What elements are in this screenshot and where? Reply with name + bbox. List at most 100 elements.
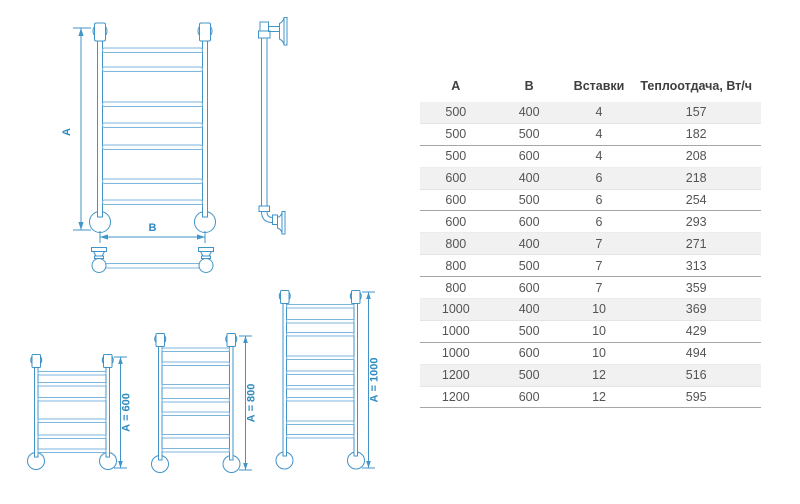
table-cell: 800 [420, 232, 492, 256]
rung [37, 434, 107, 439]
arrow-up-icon [118, 357, 123, 364]
dimension-a600: А = 600 [114, 356, 133, 469]
rung [286, 319, 355, 324]
header-a: А [451, 79, 461, 93]
table-cell: 400 [491, 102, 567, 124]
rung [286, 355, 355, 360]
size-label-1000: А = 1000 [369, 358, 381, 403]
table-cell: 313 [631, 254, 761, 278]
arrow-right-icon [197, 234, 205, 240]
rung [102, 66, 203, 72]
side-view [258, 17, 288, 235]
side-bottom-nut [272, 214, 278, 225]
table-cell: 4 [566, 102, 632, 124]
rung [161, 434, 230, 439]
bracket-plate [198, 247, 214, 252]
table-cell: 800 [420, 254, 492, 278]
header-b: В [524, 79, 534, 93]
rung [37, 418, 107, 423]
fitting-nut [280, 290, 290, 304]
table-cell: 494 [631, 342, 761, 365]
post-left [97, 39, 103, 218]
size-label-800: А = 800 [246, 384, 258, 423]
arrow-down-icon [78, 222, 84, 230]
table-cell: 600 [491, 276, 567, 300]
table-cell: 12 [566, 386, 632, 409]
rung [286, 370, 355, 375]
dim-b-label: В [149, 222, 157, 234]
table-cell: 4 [566, 145, 632, 168]
rung [37, 371, 107, 376]
rung [37, 448, 107, 453]
front-view: А [61, 22, 216, 243]
table-cell: 7 [566, 254, 632, 278]
rungs [102, 47, 203, 205]
technical-drawing: А [27, 17, 381, 473]
table-cell: 600 [491, 145, 567, 168]
arrow-left-icon [100, 234, 108, 240]
rung [37, 382, 107, 387]
post-right [105, 366, 110, 458]
dimension-a: А [61, 27, 91, 231]
rung [286, 385, 355, 390]
arrow-up-icon [78, 28, 84, 36]
table-cell: 600 [420, 167, 492, 190]
table-cell: 500 [491, 254, 567, 278]
table-cell: 500 [491, 189, 567, 212]
arrow-down-icon [243, 463, 248, 470]
table-cell: 271 [631, 232, 761, 256]
plan-bar [98, 263, 207, 269]
dimension-a1000: А = 1000 [362, 291, 381, 469]
rungs [37, 371, 107, 453]
bracket-plate [91, 247, 107, 252]
rung [102, 101, 203, 107]
table-cell: 1200 [420, 386, 492, 409]
bracket-neck [92, 251, 106, 257]
arrow-up-icon [366, 292, 371, 299]
table-cell: 600 [420, 189, 492, 212]
table-cell: 6 [566, 189, 632, 212]
table-cell: 595 [631, 386, 761, 409]
rung [102, 199, 203, 205]
table-cell: 10 [566, 298, 632, 321]
rung [286, 332, 355, 337]
table-cell: 400 [491, 298, 567, 321]
rung [161, 361, 230, 366]
post-left [158, 345, 163, 461]
figure-a800: А = 800 [151, 333, 258, 473]
post-left [282, 302, 287, 457]
wall-flange-bottom [277, 212, 283, 234]
elbow-outer [261, 211, 273, 223]
plan-end-circle [91, 258, 107, 273]
table-cell: 400 [491, 167, 567, 190]
wall-plate-top [283, 17, 288, 46]
arrow-up-icon [243, 336, 248, 343]
table-cell: 600 [491, 342, 567, 365]
fitting-nut [31, 354, 41, 368]
table-cell: 7 [566, 232, 632, 256]
table-cell: 157 [631, 102, 761, 124]
table-cell: 500 [420, 145, 492, 168]
side-top-cap [259, 21, 269, 32]
table-cell: 4 [566, 123, 632, 146]
table-cell: 500 [491, 123, 567, 146]
post-right [353, 302, 358, 457]
rung [161, 448, 230, 453]
table-cell: 500 [420, 102, 492, 124]
dimension-b: В [99, 222, 206, 243]
table-cell: 500 [491, 364, 567, 387]
table-cell: 1000 [420, 320, 492, 343]
rungs [161, 347, 230, 453]
fitting-nut [103, 354, 113, 368]
post-right [202, 39, 208, 218]
